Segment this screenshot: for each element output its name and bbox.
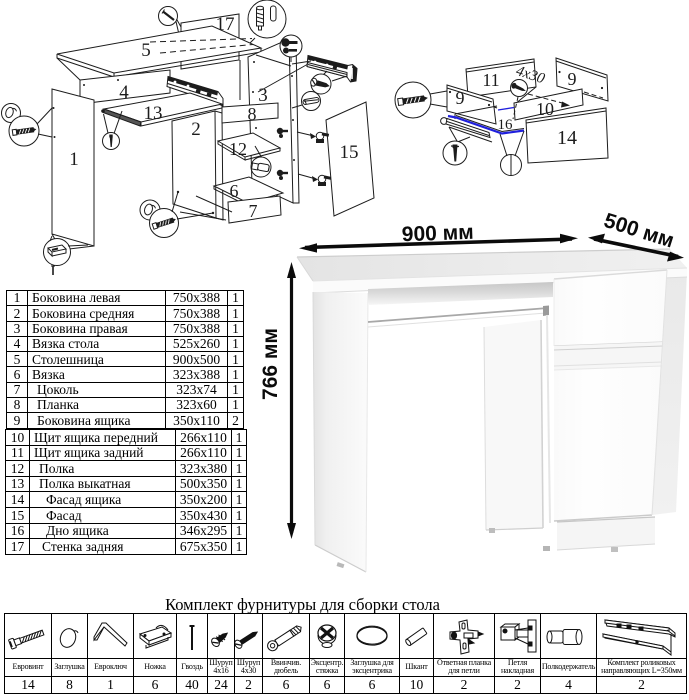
- svg-text:500 мм: 500 мм: [601, 209, 677, 253]
- svg-text:7: 7: [249, 201, 258, 221]
- svg-text:10: 10: [536, 99, 554, 119]
- svg-text:6: 6: [230, 181, 239, 201]
- svg-text:12: 12: [229, 139, 247, 159]
- svg-text:1: 1: [69, 149, 79, 170]
- svg-text:14: 14: [557, 127, 577, 149]
- svg-text:8: 8: [248, 104, 257, 124]
- svg-text:3: 3: [258, 85, 268, 106]
- svg-text:5: 5: [141, 40, 151, 61]
- svg-text:2: 2: [191, 119, 201, 140]
- svg-text:900 мм: 900 мм: [401, 221, 474, 246]
- svg-text:13: 13: [144, 103, 163, 124]
- svg-text:9: 9: [568, 69, 577, 89]
- svg-text:16: 16: [498, 117, 514, 133]
- svg-text:766 мм: 766 мм: [259, 328, 282, 400]
- svg-text:11: 11: [482, 70, 499, 90]
- svg-text:15: 15: [340, 142, 359, 163]
- svg-text:4: 4: [119, 82, 129, 103]
- svg-text:9: 9: [456, 88, 465, 108]
